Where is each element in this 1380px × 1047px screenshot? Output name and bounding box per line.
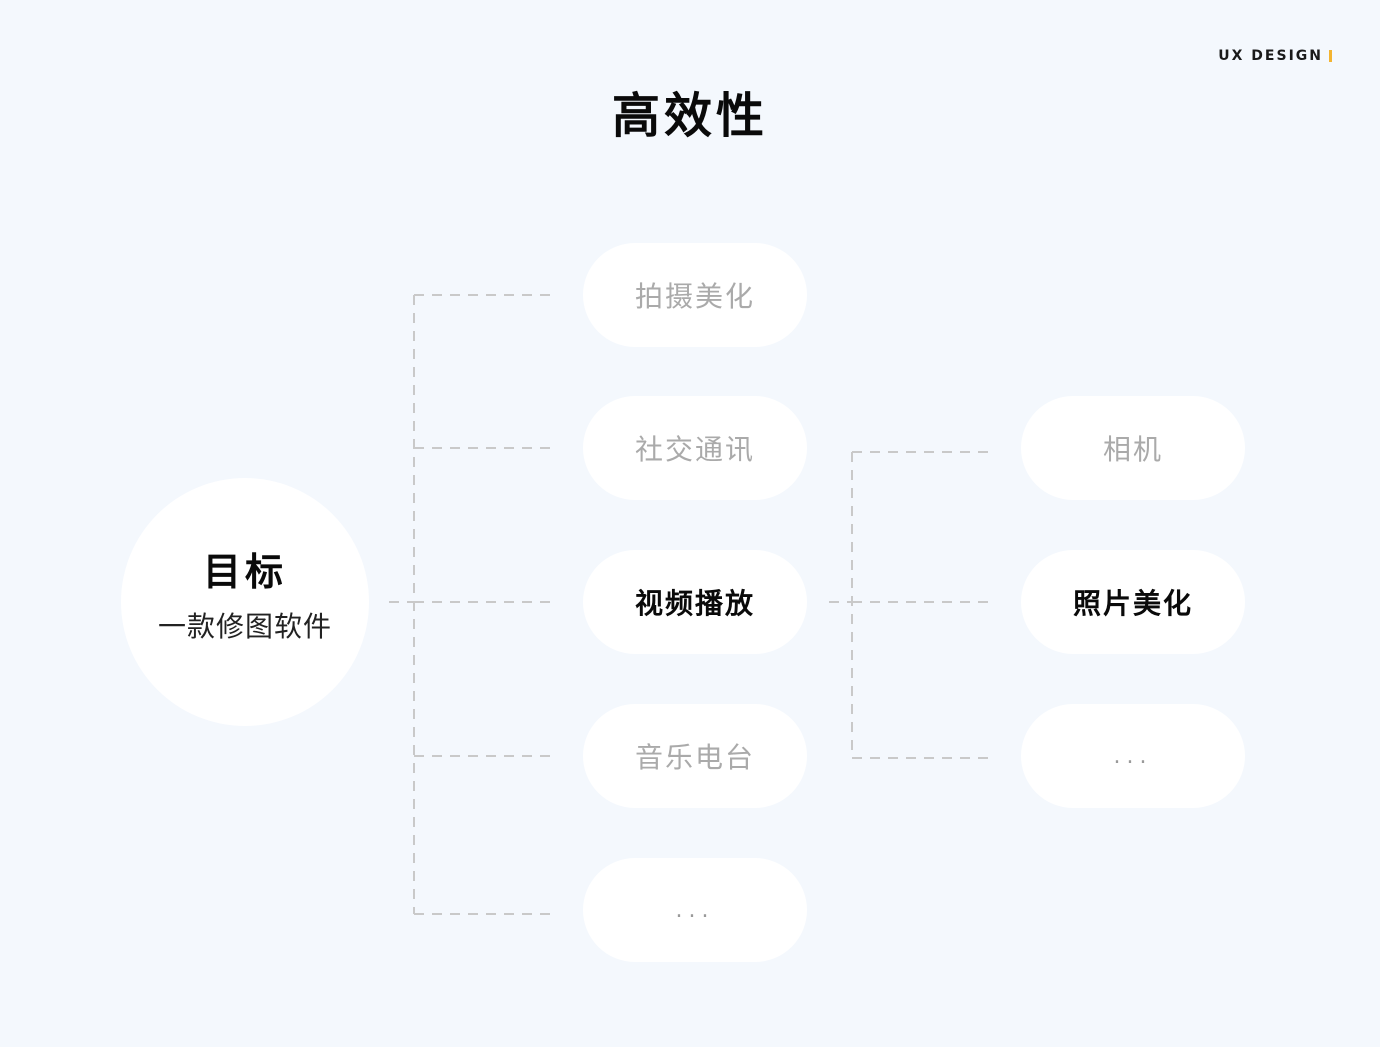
node-level2-1: 照片美化 — [1021, 550, 1245, 654]
root-node: 目标 一款修图软件 — [121, 478, 369, 726]
page-title: 高效性 — [611, 88, 768, 144]
node-level1-3: 音乐电台 — [583, 704, 807, 808]
node-level1-1: 社交通讯 — [583, 396, 807, 500]
brand-label: UX DESIGN — [1218, 48, 1332, 64]
node-level1-2: 视频播放 — [583, 550, 807, 654]
brand-text: UX DESIGN — [1218, 48, 1323, 64]
node-level1-4: ... — [583, 858, 807, 962]
node-level1-0: 拍摄美化 — [583, 243, 807, 347]
root-node-subtitle: 一款修图软件 — [157, 610, 332, 643]
node-level2-0: 相机 — [1021, 396, 1245, 500]
root-node-title: 目标 — [202, 550, 287, 594]
brand-accent-bar — [1329, 50, 1332, 62]
node-level2-2: ... — [1021, 704, 1245, 808]
